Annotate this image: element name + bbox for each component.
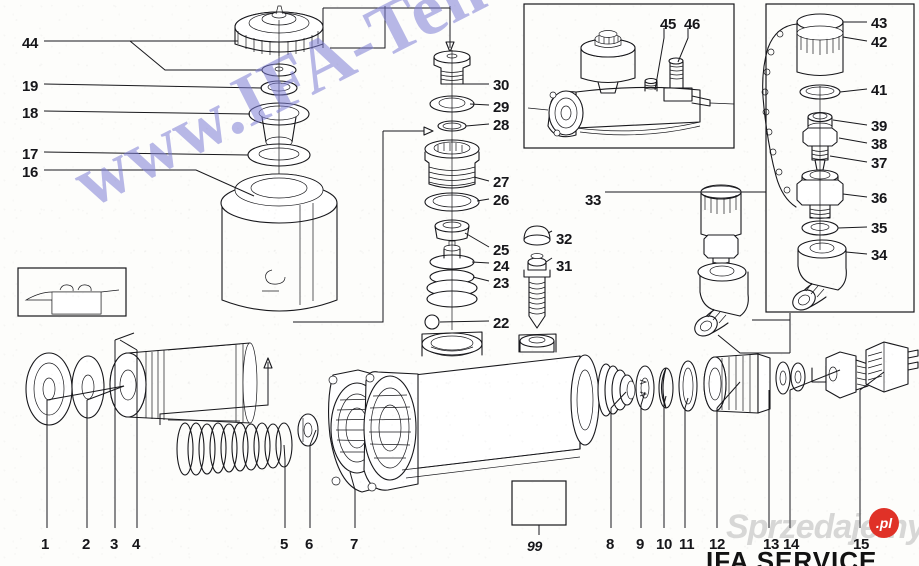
callout-4: 4: [132, 536, 141, 553]
callout-23: 23: [493, 275, 510, 292]
callout-6: 6: [305, 536, 314, 553]
callout-30: 30: [493, 77, 510, 94]
callout-33: 33: [585, 192, 602, 209]
rear-seal-and-switch-parts: [597, 341, 919, 417]
callout-37: 37: [871, 155, 888, 172]
assembled-cylinder-inset-art: [527, 30, 735, 138]
callout-12: 12: [709, 536, 726, 553]
callout-22: 22: [493, 315, 510, 332]
callout-41: 41: [871, 82, 888, 99]
callout-26: 26: [493, 192, 510, 209]
callout-35: 35: [871, 220, 888, 237]
callout-7: 7: [350, 536, 359, 553]
footer-brand-ifa-service: IFA SERVICE: [706, 546, 878, 566]
callout-27: 27: [493, 174, 510, 191]
callout-3: 3: [110, 536, 119, 553]
callout-99: 99: [527, 538, 542, 554]
callout-25: 25: [493, 242, 510, 259]
callout-14: 14: [783, 536, 800, 553]
callout-19: 19: [22, 78, 39, 95]
bleed-screw-group: [519, 225, 555, 353]
callout-1: 1: [41, 536, 50, 553]
reservoir-cap-group: [220, 5, 338, 312]
callout-34: 34: [871, 247, 888, 264]
leader-lines-centre: [293, 6, 490, 323]
callout-11: 11: [679, 536, 695, 553]
callout-46: 46: [684, 16, 701, 33]
callout-18: 18: [22, 105, 39, 122]
callout-10: 10: [656, 536, 673, 553]
callout-2: 2: [82, 536, 91, 553]
callout-29: 29: [493, 99, 510, 116]
leader-lines-bottom: [46, 332, 885, 535]
bleed-valve-inset-art: [761, 13, 847, 311]
callout-16: 16: [22, 164, 39, 181]
centre-valve-stack: [421, 6, 483, 357]
callout-28: 28: [493, 117, 510, 134]
callout-31: 31: [556, 258, 573, 275]
callout-43: 43: [871, 15, 888, 32]
callout-42: 42: [871, 34, 888, 51]
callout-24: 24: [493, 258, 510, 275]
callout-9: 9: [636, 536, 645, 553]
assembled-bleed-valve: [694, 184, 749, 337]
callout-5: 5: [280, 536, 289, 553]
callout-45: 45: [660, 16, 677, 33]
callout-44: 44: [22, 35, 39, 52]
callout-13: 13: [763, 536, 780, 553]
callout-38: 38: [871, 136, 888, 153]
callout-36: 36: [871, 190, 888, 207]
return-spring: [176, 422, 293, 476]
main-cylinder-body: [363, 331, 600, 492]
callout-17: 17: [22, 146, 39, 163]
callout-15: 15: [853, 536, 870, 553]
callout-39: 39: [871, 118, 888, 135]
callout-32: 32: [556, 231, 573, 248]
callout-8: 8: [606, 536, 615, 553]
leader-lines-left: [43, 40, 263, 197]
